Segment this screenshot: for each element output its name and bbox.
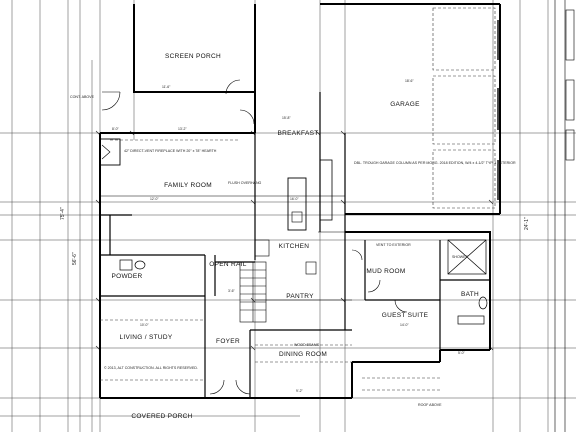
room-label-powder: POWDER <box>111 273 142 280</box>
note-copyright: © 2013, ALT CONSTRUCTION. ALL RIGHTS RES… <box>104 366 198 370</box>
dim-label: 11'-6" <box>162 85 171 89</box>
side-dimension-label: 24'-1" <box>524 217 530 230</box>
fireplace-box <box>101 144 111 160</box>
stairs <box>239 261 267 323</box>
room-label-screen-porch: SCREEN PORCH <box>165 53 221 60</box>
room-label-guest-suite: GUEST SUITE <box>382 312 429 319</box>
note-flush-overhang: FLUSH OVERHANG <box>228 181 262 185</box>
room-label-open-rail: OPEN RAIL <box>209 261 246 268</box>
room-label-kitchen: KITCHEN <box>279 243 310 250</box>
dim-label: 12'-0" <box>150 197 159 201</box>
room-label-mud-room: MUD ROOM <box>366 268 405 275</box>
kitchen-counter-right <box>319 159 333 221</box>
note-wood-beams: WOOD BEAMS <box>294 343 320 347</box>
note-fireplace: 42" DIRECT-VENT FIREPLACE WITH 20" x 78"… <box>124 149 217 153</box>
note-shower: SHOWER <box>452 255 469 259</box>
dashed-overhead-lines <box>100 7 496 391</box>
room-label-living-study: LIVING / STUDY <box>120 334 173 341</box>
range <box>305 261 317 275</box>
exterior-walls <box>99 3 501 399</box>
dim-label: 8'-0" <box>112 127 120 131</box>
room-label-garage: GARAGE <box>390 101 420 108</box>
dim-label: 15'-8" <box>282 116 291 120</box>
room-label-breakfast: BREAKFAST <box>278 130 319 137</box>
fridge <box>254 239 270 257</box>
dim-label: 16'-0" <box>290 197 299 201</box>
title-block-strip <box>554 0 575 432</box>
room-label-bath: BATH <box>461 291 479 298</box>
room-label-foyer: FOYER <box>216 338 240 345</box>
kitchen-island <box>287 177 307 231</box>
dim-label: 14'-0" <box>400 323 409 327</box>
room-label-dining-room: DINING ROOM <box>279 351 327 358</box>
interior-walls <box>100 92 490 398</box>
dim-label: 18'-6" <box>405 79 414 83</box>
beam-lines <box>100 195 352 301</box>
dimension-ticks <box>95 130 494 351</box>
side-dimension-label: 75'-4" <box>60 207 66 220</box>
door-swings <box>101 79 408 395</box>
room-label-family-room: FAMILY ROOM <box>164 182 212 189</box>
dim-label: 3'-6" <box>228 289 236 293</box>
note-garage: DBL. TROUGH GARAGE COLUMN AS PER MORG. 2… <box>354 161 516 165</box>
dim-label: 10'-0" <box>140 323 149 327</box>
dim-label: 5'-0" <box>458 351 466 355</box>
kitchen-sink <box>291 211 303 223</box>
room-label-pantry: PANTRY <box>286 293 314 300</box>
note-vent-exterior: VENT TO EXTERIOR <box>376 243 411 247</box>
room-label-covered-porch: COVERED PORCH <box>131 413 192 420</box>
dim-label: 13'-2" <box>178 127 187 131</box>
note-cont-above: CONT. ABOVE <box>70 95 95 99</box>
note-roof-above: ROOF ABOVE <box>418 403 442 407</box>
fireplace <box>99 138 121 166</box>
bath-fixtures <box>119 239 488 325</box>
dim-label: 9'-2" <box>296 389 304 393</box>
side-dimension-label: 56'-6" <box>72 252 78 265</box>
